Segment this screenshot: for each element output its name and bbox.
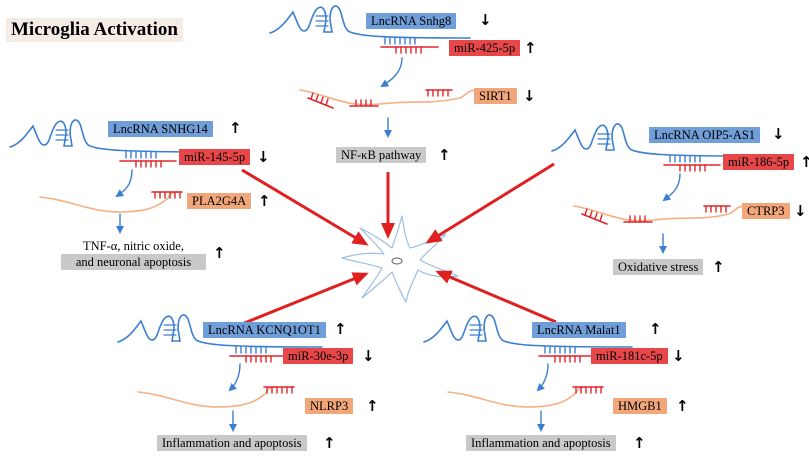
ul-target-label: PLA2G4A	[187, 193, 252, 209]
ll-effect-arrow: ↑	[323, 434, 336, 452]
center-target-arrow: ↓	[523, 87, 536, 105]
lncrna-strand	[117, 314, 323, 348]
ul-lncrna-arrow: ↑	[229, 119, 242, 137]
ur-target-arrow: ↓	[794, 202, 807, 220]
lr-mirna-label: miR-181c-5p	[591, 348, 668, 364]
ur-mirna-arrow: ↑	[800, 153, 809, 171]
ul-effect-arrow: ↑	[213, 244, 226, 262]
red-arrow-upper-left	[241, 168, 369, 246]
red-arrow-lower-left	[241, 272, 369, 326]
center-curved-arrow-1	[380, 57, 403, 88]
ll-target-arrow: ↑	[366, 397, 379, 415]
center-module	[269, 5, 477, 138]
center-mirna-label: miR-425-5p	[449, 40, 521, 56]
red-arrow-upper-right	[425, 162, 555, 244]
ul-mirna-label: miR-145-5p	[179, 149, 251, 165]
lower-right-module	[423, 314, 633, 432]
red-arrows	[241, 162, 557, 326]
ur-lncrna-arrow: ↓	[772, 125, 785, 143]
upper-right-module	[551, 123, 746, 254]
ul-effect: TNF-α, nitric oxide, and neuronal apopto…	[61, 238, 206, 270]
ll-mirna-label: miR-30e-3p	[283, 348, 354, 364]
mrna-strand	[299, 89, 477, 106]
ur-effect-label: Oxidative stress	[613, 259, 704, 275]
lr-target-arrow: ↑	[676, 397, 689, 415]
lncrna-strand	[423, 314, 633, 348]
center-lncrna-label: LncRNA Snhg8	[366, 13, 457, 29]
ll-effect-label: Inflammation and apoptosis	[157, 435, 307, 451]
lr-mirna-arrow: ↓	[672, 347, 685, 365]
diagram-title: Microglia Activation	[6, 18, 183, 42]
ur-target-label: CTRP3	[742, 203, 790, 219]
ll-target-label: NLRP3	[305, 398, 354, 414]
red-arrow-lower-right	[435, 270, 557, 324]
center-effect-arrow: ↑	[438, 146, 451, 164]
ur-mirna-label: miR-186-5p	[723, 154, 795, 170]
lr-lncrna-arrow: ↑	[649, 320, 662, 338]
lower-left-module	[117, 314, 323, 432]
ul-target-arrow: ↑	[258, 192, 271, 210]
ll-lncrna-arrow: ↑	[334, 320, 347, 338]
lr-target-label: HMGB1	[613, 398, 667, 414]
ul-effect-line2: and neuronal apoptosis	[61, 254, 206, 270]
upper-left-module	[9, 119, 223, 234]
microglia-cell	[341, 215, 459, 303]
lr-effect-label: Inflammation and apoptosis	[466, 435, 616, 451]
center-target-label: SIRT1	[474, 88, 517, 104]
ul-lncrna-label: LncRNA SNHG14	[108, 121, 213, 137]
ur-lncrna-label: LncRNA OIP5-AS1	[649, 127, 761, 143]
ur-effect-arrow: ↑	[712, 258, 725, 276]
center-effect-label: NF-κB pathway	[336, 147, 427, 163]
center-lncrna-arrow: ↓	[479, 11, 492, 29]
lncrna-strand	[9, 119, 223, 153]
lr-lncrna-label: LncRNA Malat1	[532, 322, 626, 338]
ul-effect-line1: TNF-α, nitric oxide,	[83, 239, 184, 253]
ll-mirna-arrow: ↓	[362, 347, 375, 365]
center-mirna-arrow: ↑	[524, 39, 537, 57]
ul-mirna-arrow: ↓	[257, 148, 270, 166]
lr-effect-arrow: ↑	[633, 434, 646, 452]
ll-lncrna-label: LncRNA KCNQ1OT1	[203, 322, 326, 338]
